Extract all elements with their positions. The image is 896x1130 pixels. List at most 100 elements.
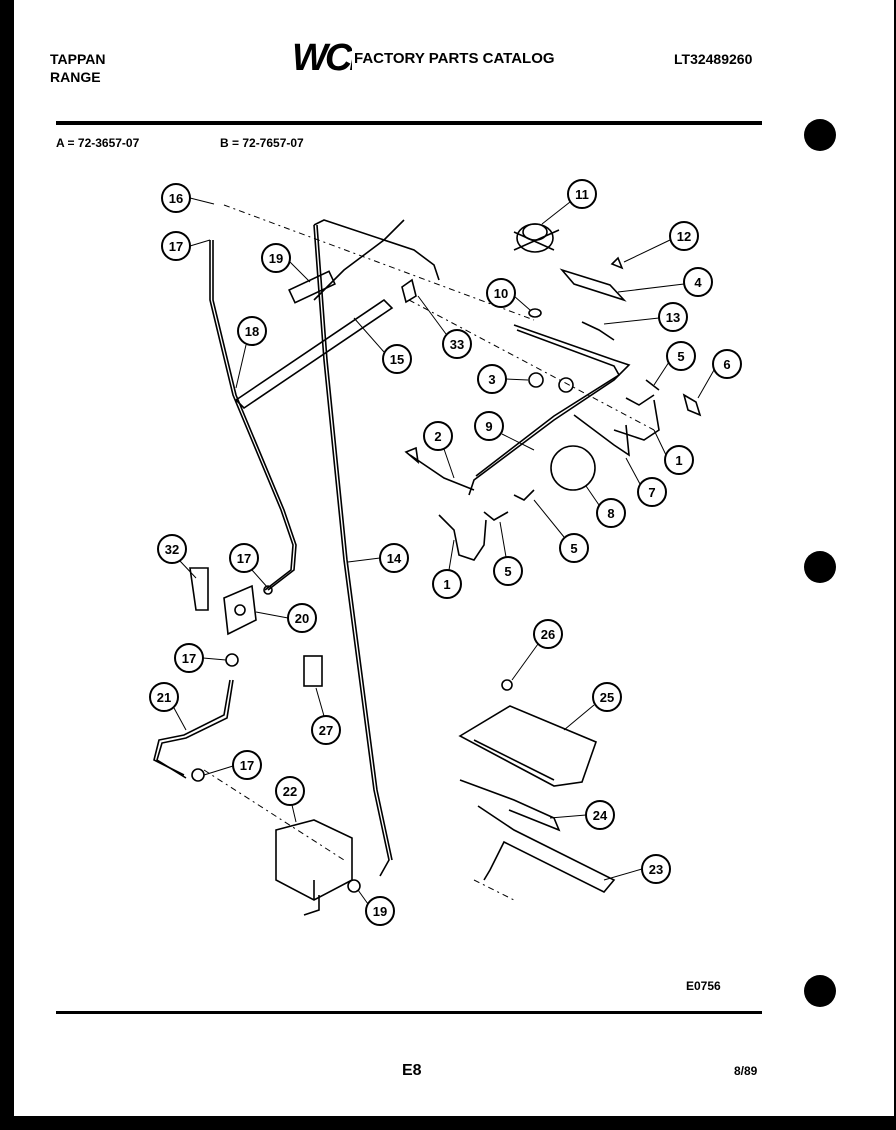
svg-text:13: 13 — [666, 310, 680, 325]
callout-6: 6 — [712, 349, 742, 379]
svg-text:6: 6 — [723, 357, 730, 372]
clip-12 — [610, 256, 624, 270]
callout-8: 8 — [596, 498, 626, 528]
svg-text:15: 15 — [390, 352, 404, 367]
fitting-17 — [263, 585, 273, 595]
bracket-32 — [189, 567, 209, 611]
svg-text:2: 2 — [434, 429, 441, 444]
svg-text:1: 1 — [443, 577, 450, 592]
svg-text:1: 1 — [675, 453, 682, 468]
orifice-2 — [409, 454, 475, 491]
elbow-5c — [513, 489, 535, 501]
svg-text:12: 12 — [677, 229, 691, 244]
binder-hole — [804, 975, 836, 1007]
svg-text:10: 10 — [494, 286, 508, 301]
callout-33: 33 — [442, 329, 472, 359]
callout-2: 2 — [423, 421, 453, 451]
svg-text:7: 7 — [648, 485, 655, 500]
svg-text:16: 16 — [169, 191, 183, 206]
svg-text:3: 3 — [488, 372, 495, 387]
manifold-9 — [468, 324, 631, 496]
svg-text:4: 4 — [694, 275, 702, 290]
callout-32: 32 — [157, 534, 187, 564]
callout-11: 11 — [567, 179, 597, 209]
callout-5: 5 — [559, 533, 589, 563]
gas-tube-14-top — [313, 219, 440, 281]
nut-26 — [501, 679, 513, 691]
elbow-5b — [483, 511, 509, 521]
svg-text:17: 17 — [169, 239, 183, 254]
parts-catalog-sheet: TAPPAN RANGE WCI FACTORY PARTS CATALOG L… — [14, 0, 894, 1116]
page-number: E8 — [402, 1062, 422, 1079]
grommet-10 — [528, 308, 542, 318]
callout-24: 24 — [585, 800, 615, 830]
shield-25 — [458, 705, 598, 787]
svg-text:20: 20 — [295, 611, 309, 626]
svg-text:22: 22 — [283, 784, 297, 799]
svg-text:19: 19 — [373, 904, 387, 919]
alignment-lines — [203, 204, 655, 901]
catalog-part-code: LT32489260 — [674, 51, 753, 67]
figure-code: E0756 — [686, 979, 721, 993]
callout-19: 19 — [261, 243, 291, 273]
footer-rule — [56, 1011, 762, 1014]
callout-19: 19 — [365, 896, 395, 926]
elbow-5 — [625, 379, 660, 406]
product-type: RANGE — [50, 69, 101, 85]
callout-17: 17 — [174, 643, 204, 673]
svg-text:23: 23 — [649, 862, 663, 877]
gas-tube-18 — [212, 240, 297, 591]
callout-3: 3 — [477, 364, 507, 394]
svg-text:17: 17 — [237, 551, 251, 566]
callout-23: 23 — [641, 854, 671, 884]
igniter-24 — [459, 779, 561, 832]
tube-21 — [153, 679, 231, 776]
callout-17: 17 — [232, 750, 262, 780]
tube-7 — [573, 414, 630, 457]
wci-logo-text: WCI — [292, 38, 352, 74]
part-27 — [303, 655, 323, 687]
regulator-20 — [223, 584, 257, 636]
callout-7: 7 — [637, 477, 667, 507]
callout-10: 10 — [486, 278, 516, 308]
svg-text:14: 14 — [387, 551, 402, 566]
brand-block: TAPPAN RANGE — [50, 50, 105, 86]
svg-text:33: 33 — [450, 337, 464, 352]
callout-4: 4 — [683, 267, 713, 297]
callout-17: 17 — [161, 231, 191, 261]
tube-1 — [613, 399, 660, 441]
tube-13 — [581, 321, 615, 341]
catalog-title: FACTORY PARTS CATALOG — [354, 50, 555, 67]
callout-18: 18 — [237, 316, 267, 346]
svg-text:17: 17 — [240, 758, 254, 773]
callout-13: 13 — [658, 302, 688, 332]
svg-text:9: 9 — [485, 419, 492, 434]
leader-lines — [173, 197, 715, 905]
svg-text:5: 5 — [504, 564, 511, 579]
callout-22: 22 — [275, 776, 305, 806]
svg-text:5: 5 — [677, 349, 684, 364]
callout-9: 9 — [474, 411, 504, 441]
callout-1: 1 — [664, 445, 694, 475]
svg-text:11: 11 — [575, 187, 589, 202]
callout-27: 27 — [311, 715, 341, 745]
tube-1b — [438, 514, 487, 561]
gas-tube-14 — [313, 224, 390, 877]
svg-text:17: 17 — [182, 651, 196, 666]
svg-text:5: 5 — [570, 541, 577, 556]
svg-text:27: 27 — [319, 723, 333, 738]
model-a-label: A = 72-3657-07 — [56, 136, 140, 150]
callout-20: 20 — [287, 603, 317, 633]
part-6 — [682, 393, 702, 417]
svg-text:8: 8 — [607, 506, 614, 521]
callout-5: 5 — [493, 556, 523, 586]
callout-16: 16 — [161, 183, 191, 213]
callout-17: 17 — [229, 543, 259, 573]
igniter-19 — [288, 270, 336, 304]
callout-14: 14 — [379, 543, 409, 573]
svg-text:32: 32 — [165, 542, 179, 557]
callout-21: 21 — [149, 682, 179, 712]
parts-drawing — [153, 204, 702, 916]
callout-15: 15 — [382, 344, 412, 374]
svg-text:24: 24 — [593, 808, 608, 823]
